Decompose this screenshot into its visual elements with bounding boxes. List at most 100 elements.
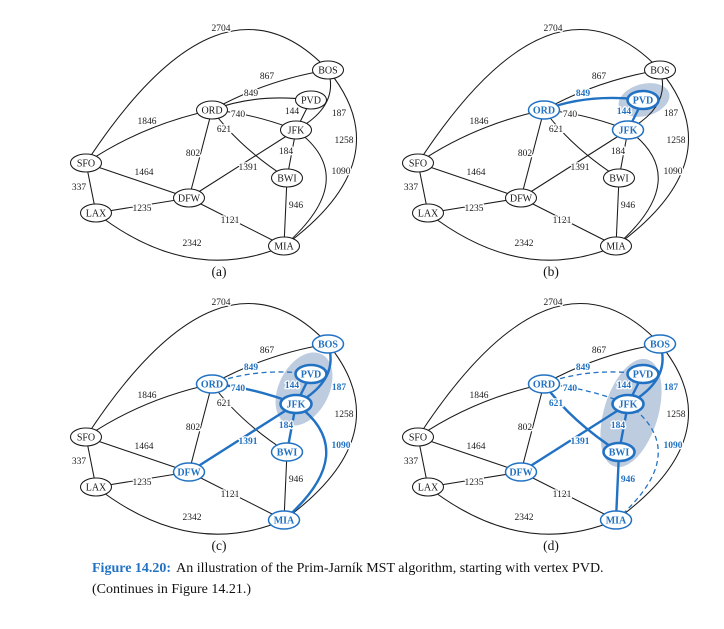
edge-SFO-ORD — [85, 383, 213, 438]
node-MIA — [267, 236, 301, 256]
node-LAX — [411, 477, 445, 497]
edge-weight-SFO-LAX: 337 — [404, 457, 419, 467]
node-label-BOS: BOS — [318, 66, 337, 77]
node-label-PVD: PVD — [633, 370, 654, 381]
node-DFW — [504, 188, 538, 208]
edge-SFO-DFW — [85, 436, 190, 473]
edge-weight-PVD-JFK: 144 — [617, 381, 632, 391]
node-BOS — [643, 60, 677, 80]
node-label-LAX: LAX — [86, 209, 107, 220]
figure-caption: Figure 14.20:An illustration of the Prim… — [92, 558, 654, 600]
edge-weight-ORD-PVD: 849 — [244, 363, 259, 373]
edge-weight-BOS-JFK: 187 — [664, 383, 679, 393]
node-SFO — [401, 153, 435, 173]
edge-weight-DFW-MIA: 1121 — [221, 216, 240, 226]
node-label-MIA: MIA — [606, 242, 626, 253]
edge-SFO-ORD — [417, 383, 545, 438]
edge-weight-SFO-LAX: 337 — [72, 183, 87, 193]
node-DFW — [172, 188, 206, 208]
edge-BOS-MIA — [283, 69, 358, 247]
edge-BOS-MIA — [615, 343, 690, 521]
edge-JFK-MIA — [615, 129, 659, 247]
node-label-JFK: JFK — [288, 126, 305, 137]
node-label-DFW: DFW — [510, 194, 533, 205]
node-BWI — [270, 442, 304, 462]
node-label-ORD: ORD — [201, 380, 223, 391]
edge-SFO-DFW — [417, 162, 522, 199]
edge-weight-LAX-MIA: 2342 — [515, 513, 534, 523]
node-label-BWI: BWI — [277, 448, 298, 459]
node-BWI — [602, 441, 636, 463]
edge-LAX-MIA — [95, 486, 285, 535]
edge-LAX-MIA — [95, 212, 285, 261]
node-PVD — [626, 89, 660, 111]
edge-weight-SFO-DFW: 1464 — [135, 442, 154, 452]
edge-weight-ORD-JFK: 740 — [231, 384, 246, 394]
edge-weight-SFO-LAX: 337 — [404, 183, 419, 193]
node-JFK — [611, 393, 645, 415]
node-LAX — [411, 203, 445, 223]
edge-SFO-ORD — [417, 109, 545, 164]
edge-JFK-MIA — [615, 403, 659, 521]
edge-weight-ORD-DFW: 802 — [186, 149, 201, 159]
node-label-DFW: DFW — [178, 194, 201, 205]
node-label-SFO: SFO — [77, 433, 95, 444]
node-label-MIA: MIA — [274, 242, 294, 253]
edge-SFO-BOS — [85, 29, 329, 164]
edge-weight-LAX-DFW: 1235 — [465, 204, 484, 214]
node-label-JFK: JFK — [287, 400, 306, 411]
edge-DFW-MIA — [188, 471, 285, 521]
node-label-BWI: BWI — [609, 174, 628, 185]
edge-weight-DFW-JFK: 1391 — [571, 163, 590, 173]
node-DFW — [504, 462, 538, 482]
edge-SFO-DFW — [85, 162, 190, 199]
edge-weight-JFK-MIA: 1090 — [664, 167, 683, 177]
node-MIA — [599, 236, 633, 256]
edge-weight-SFO-DFW: 1464 — [467, 168, 486, 178]
edge-weight-JFK-BWI: 184 — [611, 147, 626, 157]
edge-weight-PVD-JFK: 144 — [285, 107, 300, 117]
edge-BOS-MIA — [283, 343, 358, 521]
edge-weight-SFO-DFW: 1464 — [467, 442, 486, 452]
edge-weight-DFW-MIA: 1121 — [221, 490, 240, 500]
edge-weight-SFO-BOS: 2704 — [544, 298, 563, 308]
edge-DFW-JFK — [520, 402, 629, 474]
node-LAX — [79, 203, 113, 223]
node-LAX — [79, 477, 113, 497]
node-ORD — [195, 374, 229, 394]
node-MIA — [267, 510, 301, 530]
edge-weight-SFO-BOS: 2704 — [544, 24, 563, 34]
edge-weight-DFW-JFK: 1391 — [239, 163, 258, 173]
edge-ORD-DFW — [520, 383, 545, 473]
node-BOS — [311, 60, 345, 80]
edge-weight-BWI-MIA: 946 — [621, 475, 636, 485]
edge-BWI-MIA — [615, 177, 620, 247]
edge-weight-ORD-DFW: 802 — [518, 423, 533, 433]
edge-weight-LAX-MIA: 2342 — [183, 513, 202, 523]
node-label-PVD: PVD — [301, 370, 322, 381]
edge-weight-ORD-BWI: 621 — [217, 125, 232, 135]
node-SFO — [69, 153, 103, 173]
edge-DFW-MIA — [520, 197, 617, 247]
edge-weight-LAX-DFW: 1235 — [133, 204, 152, 214]
edge-weight-PVD-JFK: 144 — [285, 381, 300, 391]
panel-label-a: (a) — [211, 264, 227, 279]
figure-caption-label: Figure 14.20: — [92, 561, 172, 576]
edge-BWI-MIA — [283, 177, 288, 247]
figure-caption-text: An illustration of the Prim-Jarník MST a… — [92, 561, 604, 597]
node-label-BWI: BWI — [609, 448, 630, 459]
node-BOS — [311, 334, 345, 354]
edge-weight-ORD-JFK: 740 — [231, 110, 246, 120]
edge-weight-JFK-BWI: 184 — [611, 421, 626, 431]
node-label-LAX: LAX — [418, 209, 439, 220]
node-label-LAX: LAX — [418, 483, 439, 494]
node-label-PVD: PVD — [301, 96, 321, 107]
edge-weight-JFK-MIA: 1090 — [332, 441, 351, 451]
edge-weight-JFK-BWI: 184 — [279, 147, 294, 157]
edge-weight-SFO-BOS: 2704 — [212, 298, 231, 308]
